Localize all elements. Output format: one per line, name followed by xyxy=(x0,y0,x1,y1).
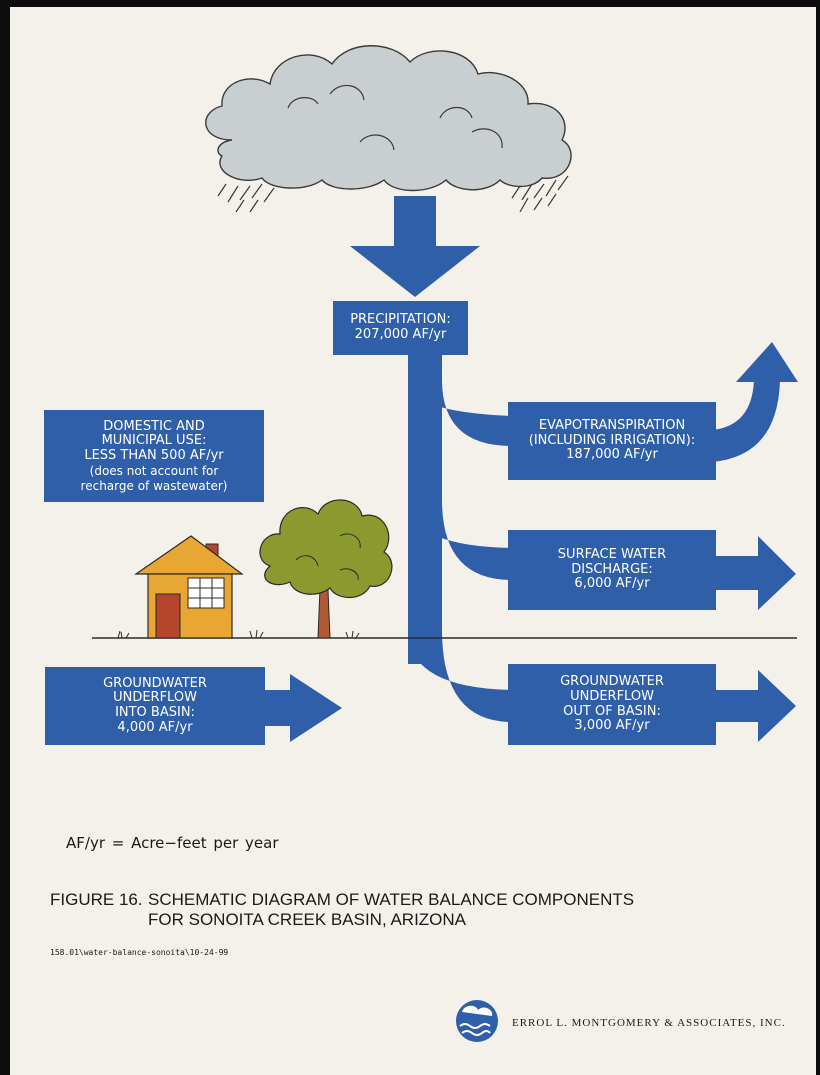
domestic-line2: MUNICIPAL USE: xyxy=(101,433,207,449)
precipitation-down-arrow xyxy=(350,196,480,297)
figure-number: FIGURE 16. xyxy=(50,890,143,909)
surface-water-box: SURFACE WATER DISCHARGE: 6,000 AF/yr xyxy=(508,530,716,610)
surface-water-arrow xyxy=(712,536,796,610)
rain-icon xyxy=(217,175,569,213)
file-reference: 158.01\water-balance-sonoita\10-24-99 xyxy=(50,948,229,957)
evapotranspiration-value: 187,000 AF/yr xyxy=(566,447,658,463)
groundwater-in-arrow xyxy=(260,674,342,742)
precipitation-label: PRECIPITATION: xyxy=(350,312,451,328)
groundwater-in-line1: GROUNDWATER xyxy=(103,675,207,691)
caption-line2: FOR SONOITA CREEK BASIN, ARIZONA xyxy=(148,909,467,929)
groundwater-in-box: GROUNDWATER UNDERFLOW INTO BASIN: 4,000 … xyxy=(45,667,265,745)
house-icon xyxy=(134,535,244,639)
groundwater-out-line1: GROUNDWATER xyxy=(560,674,664,690)
groundwater-out-box: GROUNDWATER UNDERFLOW OUT OF BASIN: 3,00… xyxy=(508,664,716,745)
surface-water-value: 6,000 AF/yr xyxy=(574,576,650,592)
company-logo-icon xyxy=(456,1000,498,1042)
domestic-note-line1: (does not account for xyxy=(89,464,219,479)
evapotranspiration-line1: EVAPOTRANSPIRATION xyxy=(538,418,686,434)
precipitation-box: PRECIPITATION: 207,000 AF/yr xyxy=(333,301,468,355)
groundwater-out-arrow xyxy=(712,670,796,742)
groundwater-in-line2: UNDERFLOW xyxy=(113,690,197,706)
groundwater-out-line2: UNDERFLOW xyxy=(570,688,654,704)
flow-network xyxy=(408,352,512,722)
units-legend: AF/yr = Acre−feet per year xyxy=(66,834,279,852)
domestic-use-box: DOMESTIC AND MUNICIPAL USE: LESS THAN 50… xyxy=(44,410,264,502)
figure-caption: FIGURE 16. SCHEMATIC DIAGRAM OF WATER BAL… xyxy=(50,890,634,929)
surface-water-line2: DISCHARGE: xyxy=(571,561,653,577)
groundwater-in-value: 4,000 AF/yr xyxy=(117,719,193,735)
company-name: ERROL L. MONTGOMERY & ASSOCIATES, INC. xyxy=(512,1017,786,1029)
cloud-icon xyxy=(205,45,572,192)
evapotranspiration-line2: (INCLUDING IRRIGATION): xyxy=(528,432,696,448)
groundwater-out-line3: OUT OF BASIN: xyxy=(563,703,661,719)
domestic-line1: DOMESTIC AND xyxy=(103,418,205,434)
domestic-note-line2: recharge of wastewater) xyxy=(80,478,228,493)
tree-icon xyxy=(259,499,393,639)
domestic-value: LESS THAN 500 AF/yr xyxy=(84,447,224,463)
evapotranspiration-arrow xyxy=(712,342,798,462)
evapotranspiration-box: EVAPOTRANSPIRATION (INCLUDING IRRIGATION… xyxy=(508,402,716,480)
groundwater-out-value: 3,000 AF/yr xyxy=(574,718,650,734)
groundwater-in-line3: INTO BASIN: xyxy=(115,705,195,720)
surface-water-line1: SURFACE WATER xyxy=(557,547,667,563)
caption-line1: SCHEMATIC DIAGRAM OF WATER BALANCE COMPO… xyxy=(148,890,635,909)
precipitation-value: 207,000 AF/yr xyxy=(354,327,447,342)
grass-tufts xyxy=(117,629,360,639)
